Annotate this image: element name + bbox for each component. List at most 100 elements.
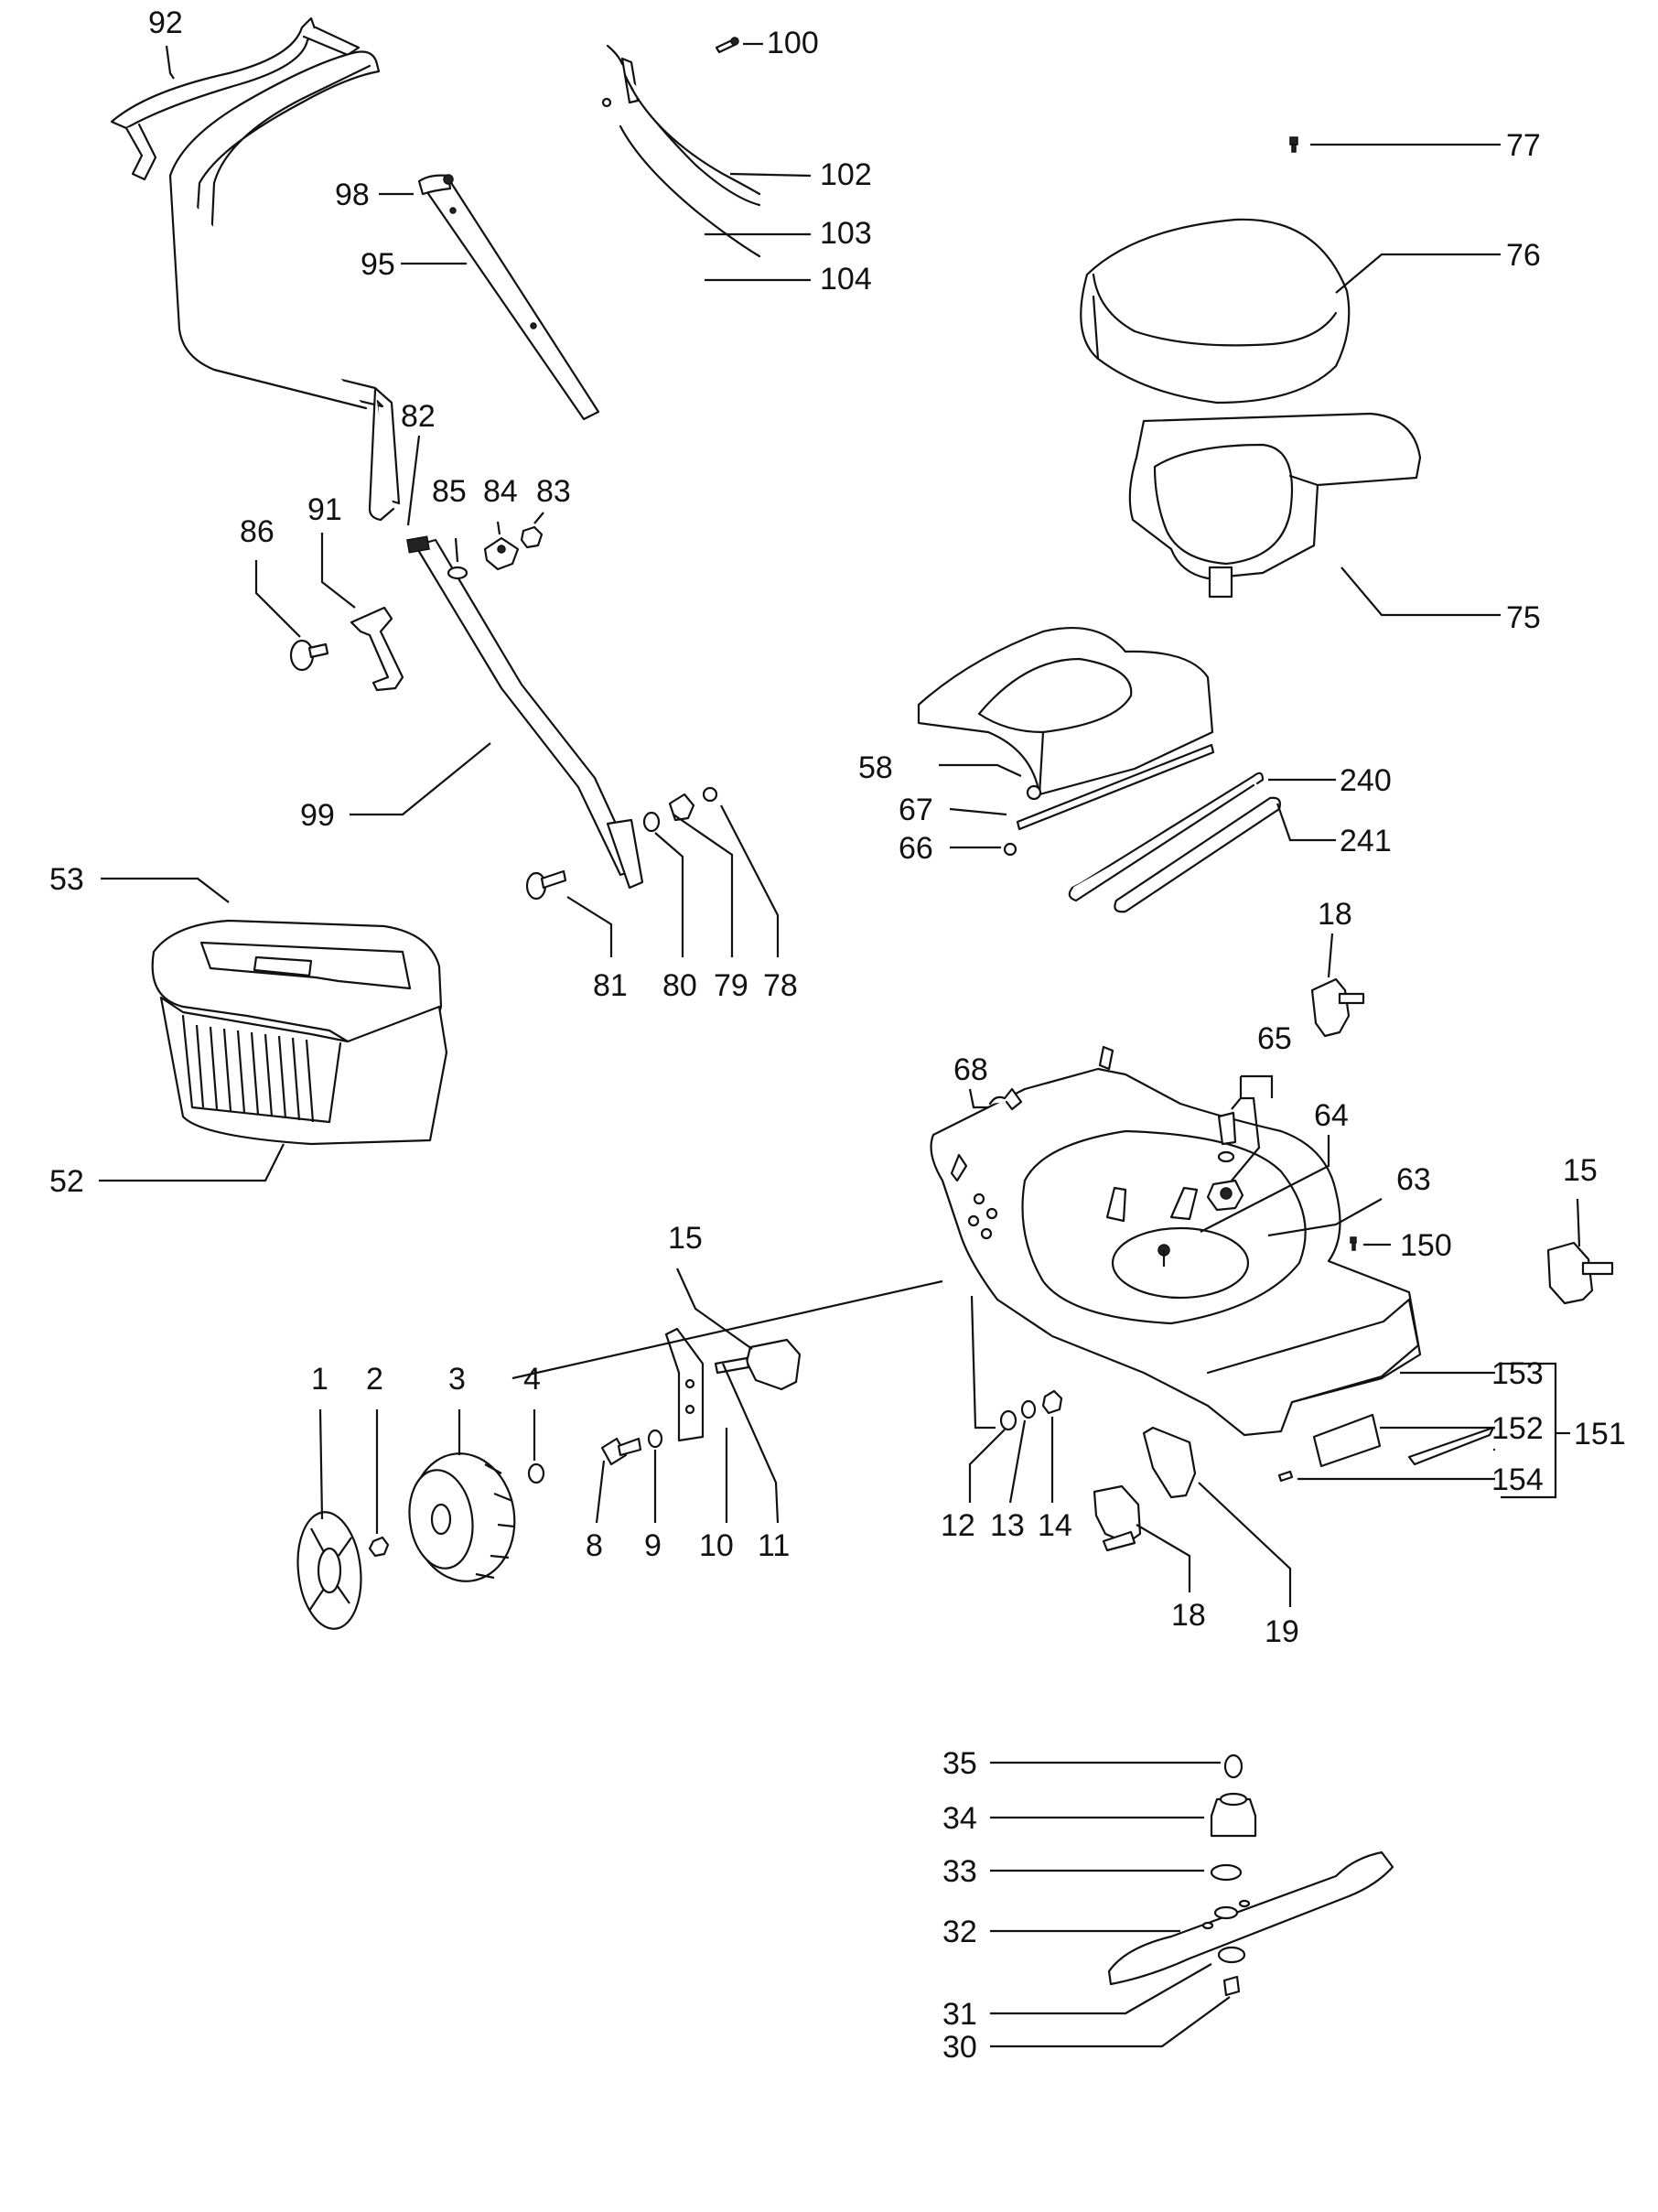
callout-52: 52: [49, 1164, 84, 1199]
callout-102: 102: [820, 157, 872, 192]
callout-68: 68: [953, 1052, 988, 1087]
callout-30: 30: [942, 2030, 977, 2065]
callout-35: 35: [942, 1746, 977, 1781]
callout-65: 65: [1257, 1021, 1292, 1056]
grass-bag-vent-slats: [195, 1024, 315, 1123]
part-height-lever: [406, 535, 644, 890]
part-screw-150: [1350, 1236, 1357, 1251]
part-washer-85: [447, 566, 468, 580]
part-nut-14: [1041, 1389, 1063, 1415]
callout-9: 9: [644, 1528, 662, 1563]
part-screw-100: [715, 37, 739, 54]
callout-152: 152: [1491, 1411, 1544, 1446]
part-bowden-cable: [601, 44, 761, 258]
part-screw-77: [1289, 136, 1298, 153]
callout-4: 4: [523, 1362, 541, 1397]
part-bolt-30: [1222, 1975, 1241, 1997]
callout-58: 58: [858, 750, 893, 785]
part-hubcap: [296, 1511, 362, 1630]
part-screw-154: [1277, 1470, 1294, 1483]
callout-78: 78: [763, 968, 798, 1003]
callout-100: 100: [767, 26, 819, 60]
part-washer-9: [647, 1429, 663, 1449]
part-upper-handle: [110, 16, 401, 522]
callout-98: 98: [335, 178, 370, 212]
part-knob-84: [483, 536, 520, 571]
callout-80: 80: [662, 968, 697, 1003]
part-bracket-15-left: [714, 1338, 802, 1391]
part-spring-240: [1068, 772, 1265, 902]
part-engine-cover: [1080, 218, 1351, 405]
callout-154: 154: [1491, 1462, 1544, 1497]
part-ring-66: [1003, 842, 1017, 857]
callout-32: 32: [942, 1915, 977, 1949]
callout-85: 85: [432, 474, 467, 509]
part-height-adjust-19: [1142, 1426, 1197, 1499]
part-bracket-18-bottom: [1093, 1484, 1142, 1552]
part-bracket-91: [350, 606, 404, 692]
callout-12: 12: [941, 1508, 975, 1543]
part-mower-deck: [930, 1045, 1422, 1437]
callout-91: 91: [307, 492, 342, 527]
part-key-35: [1223, 1753, 1244, 1779]
callout-153: 153: [1491, 1356, 1544, 1391]
part-washer-4: [527, 1462, 545, 1484]
part-blade-adapter-34: [1210, 1792, 1257, 1838]
callout-15-left: 15: [668, 1221, 703, 1256]
callout-84: 84: [483, 474, 518, 509]
callout-79: 79: [714, 968, 748, 1003]
part-washer-31: [1217, 1946, 1246, 1964]
callout-92: 92: [148, 5, 183, 40]
callout-66: 66: [899, 831, 933, 866]
callout-240: 240: [1340, 763, 1392, 798]
callout-104: 104: [820, 262, 872, 297]
callout-103: 103: [820, 216, 872, 251]
part-axle-rod: [1016, 743, 1215, 831]
part-nut-78: [702, 786, 718, 803]
callout-77: 77: [1506, 128, 1541, 163]
callout-33: 33: [942, 1854, 977, 1889]
callout-75: 75: [1506, 600, 1541, 635]
part-bracket-18-top: [1310, 977, 1365, 1038]
callout-76: 76: [1506, 238, 1541, 273]
callout-14: 14: [1038, 1508, 1072, 1543]
callout-15-right: 15: [1563, 1153, 1598, 1188]
callout-86: 86: [240, 514, 275, 549]
part-spring-68: [988, 1087, 1023, 1111]
part-nut-64: [1206, 1179, 1244, 1212]
part-washer-12: [999, 1409, 1017, 1431]
part-handle-tube: [417, 174, 600, 421]
callout-13: 13: [990, 1508, 1025, 1543]
callout-151: 151: [1574, 1417, 1626, 1451]
part-grass-bag-top: [151, 919, 443, 1052]
part-wheel: [408, 1452, 516, 1582]
part-cutting-blade-32: [1107, 1851, 1394, 1986]
part-blade-152: [1407, 1426, 1495, 1466]
callout-34: 34: [942, 1801, 977, 1836]
callout-63: 63: [1396, 1162, 1431, 1197]
part-washer-80: [642, 811, 661, 833]
part-engine: [1128, 412, 1422, 599]
part-bolt-8: [600, 1437, 642, 1466]
callout-18-bottom: 18: [1171, 1598, 1206, 1633]
part-screw-86: [289, 639, 329, 672]
callout-3: 3: [448, 1362, 466, 1397]
part-bracket-15-right: [1546, 1241, 1614, 1305]
callout-18-top: 18: [1318, 897, 1352, 932]
callout-11: 11: [758, 1528, 790, 1563]
callout-150: 150: [1400, 1228, 1452, 1263]
callout-31: 31: [942, 1997, 977, 2032]
leader-lines: [99, 42, 1581, 2048]
callout-83: 83: [536, 474, 571, 509]
part-washer-33: [1210, 1863, 1243, 1882]
callout-67: 67: [899, 793, 933, 827]
part-screw-81: [525, 869, 567, 901]
callout-10: 10: [699, 1528, 734, 1563]
callout-1: 1: [311, 1362, 328, 1397]
callout-8: 8: [586, 1528, 603, 1563]
part-nut-2: [368, 1536, 390, 1558]
callout-81: 81: [593, 968, 628, 1003]
callout-82: 82: [401, 399, 436, 434]
callout-2: 2: [366, 1362, 383, 1397]
